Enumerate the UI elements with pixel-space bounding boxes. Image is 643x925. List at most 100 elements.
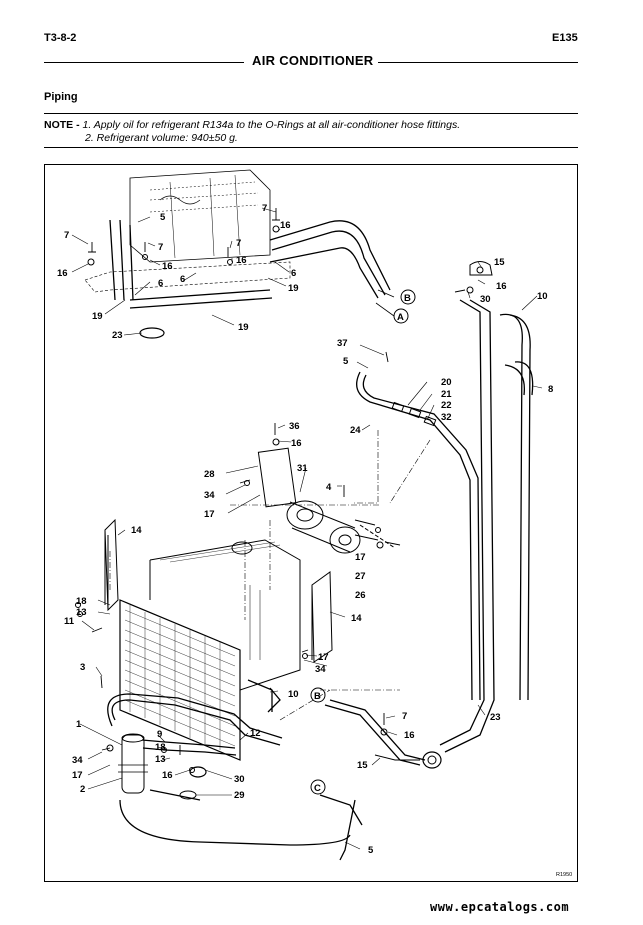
callout-17: 17	[204, 509, 215, 520]
callout-5: 5	[160, 212, 166, 223]
callout-7: 7	[158, 242, 163, 253]
note-line-1: 1. Apply oil for refrigerant R134a to th…	[82, 119, 461, 131]
note-block: NOTE - 1. Apply oil for refrigerant R134…	[44, 119, 460, 132]
callout-12: 12	[250, 728, 261, 739]
callout-17: 17	[72, 770, 83, 781]
note-line-2: 2. Refrigerant volume: 940±50 g.	[85, 132, 238, 144]
connector-b-bottom: B	[310, 687, 326, 703]
callout-19: 19	[92, 311, 103, 322]
page-title: AIR CONDITIONER	[252, 53, 374, 68]
note-bottom-rule	[44, 147, 578, 148]
callout-37: 37	[337, 338, 348, 349]
long-vertical-pipes	[439, 299, 534, 753]
compressor-drawing	[257, 447, 396, 554]
section-heading: Piping	[44, 91, 78, 103]
callout-3: 3	[80, 662, 85, 673]
callout-27: 27	[355, 571, 366, 582]
connector-b-top: B	[400, 289, 416, 305]
callout-5: 5	[368, 845, 374, 856]
callout-17: 17	[355, 552, 366, 563]
callout-28: 28	[204, 469, 215, 480]
callout-34: 34	[315, 664, 326, 675]
callout-23: 23	[112, 330, 123, 341]
callout-6: 6	[158, 278, 163, 289]
callout-22: 22	[441, 400, 452, 411]
callout-7: 7	[262, 203, 267, 214]
receiver-dryer-drawing	[118, 733, 148, 794]
page-code: T3-8-2	[44, 32, 77, 44]
construction-lines	[109, 430, 431, 721]
callout-6: 6	[180, 274, 185, 285]
callout-10: 10	[537, 291, 548, 302]
bracket-14-left	[104, 518, 119, 612]
callout-34: 34	[72, 755, 83, 766]
callout-6: 6	[291, 268, 296, 279]
clamp-15-bottom	[374, 751, 442, 769]
callout-19: 19	[238, 322, 249, 333]
callout-26: 26	[355, 590, 366, 601]
callout-15: 15	[494, 257, 505, 268]
header-rule-right	[378, 62, 578, 63]
callout-14: 14	[351, 613, 362, 624]
callout-31: 31	[297, 463, 308, 474]
callout-16: 16	[236, 255, 247, 266]
callout-18: 18	[155, 742, 166, 753]
callout-30: 30	[234, 774, 245, 785]
clamp-15-top	[469, 261, 493, 276]
callout-9: 9	[157, 729, 162, 740]
engine-pipes	[109, 219, 391, 309]
diagram-frame	[44, 164, 578, 882]
callout-30: 30	[480, 294, 491, 305]
callout-24: 24	[350, 425, 361, 436]
callout-17: 17	[318, 652, 329, 663]
engine-block-drawing	[84, 169, 291, 293]
condenser-drawing	[119, 539, 301, 761]
callout-16: 16	[162, 770, 173, 781]
connector-c-label: C	[314, 783, 321, 794]
callout-7: 7	[402, 711, 407, 722]
callout-23: 23	[490, 712, 501, 723]
fitting-cluster	[391, 401, 437, 427]
callout-11: 11	[64, 616, 75, 627]
callout-5: 5	[343, 356, 349, 367]
callout-36: 36	[289, 421, 300, 432]
callouts: 7 16 19 23 5 7 16 6 6 7 16 19 7 16 6 19 …	[57, 203, 572, 878]
callout-16: 16	[162, 261, 173, 272]
callout-13: 13	[76, 607, 87, 618]
model-code: E135	[552, 32, 578, 44]
callout-2: 2	[80, 784, 85, 795]
bracket-14-right	[311, 571, 333, 663]
callout-7: 7	[64, 230, 69, 241]
callout-8: 8	[548, 384, 553, 395]
callout-15: 15	[357, 760, 368, 771]
callout-20: 20	[441, 377, 452, 388]
leader-lines	[71, 207, 543, 850]
callout-16: 16	[291, 438, 302, 449]
callout-18: 18	[76, 596, 87, 607]
callout-13: 13	[155, 754, 166, 765]
callout-34: 34	[204, 490, 215, 501]
callout-19: 19	[288, 283, 299, 294]
pipe-24	[356, 371, 481, 701]
note-label: NOTE -	[44, 119, 80, 131]
callout-29: 29	[234, 790, 245, 801]
callout-10: 10	[288, 689, 299, 700]
callout-16: 16	[404, 730, 415, 741]
callout-16: 16	[496, 281, 507, 292]
figure-ref-code: R1950	[556, 872, 572, 878]
connector-b-bottom-label: B	[314, 691, 321, 702]
header-rule-left	[44, 62, 244, 63]
note-top-rule	[44, 113, 578, 114]
callout-32: 32	[441, 412, 452, 423]
callout-1: 1	[76, 719, 82, 730]
callout-16: 16	[57, 268, 68, 279]
callout-7: 7	[236, 238, 241, 249]
connector-b-top-label: B	[404, 293, 411, 304]
connector-a-top-label: A	[397, 312, 404, 323]
connector-c: C	[310, 779, 326, 795]
callout-21: 21	[441, 389, 452, 400]
footer-watermark[interactable]: www.epcatalogs.com	[430, 900, 570, 914]
connector-a-top: A	[393, 308, 409, 324]
callout-16: 16	[280, 220, 291, 231]
